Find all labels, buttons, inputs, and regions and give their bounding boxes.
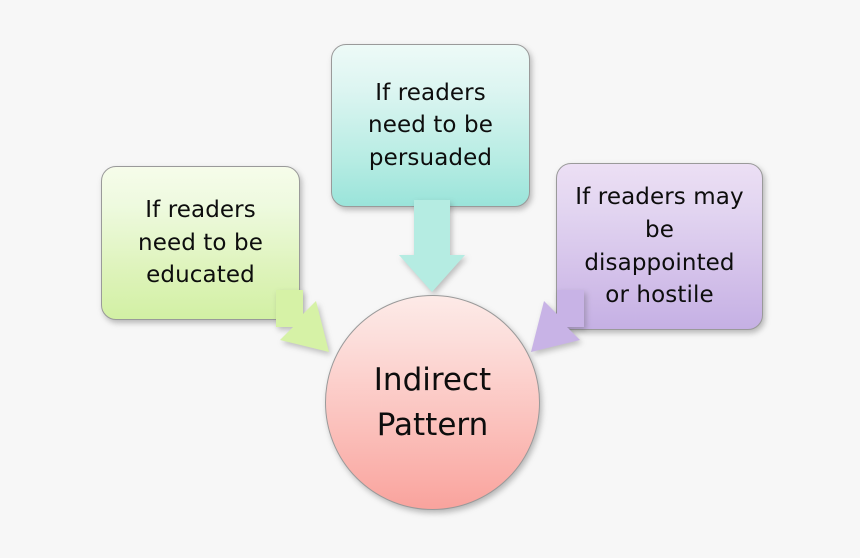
center-node-indirect-pattern[interactable]: Indirect Pattern — [325, 295, 540, 510]
node-readers-need-educated[interactable]: If readers need to be educated — [101, 166, 300, 320]
node-label-educated: If readers need to be educated — [138, 197, 263, 289]
arrow-hostile-to-center — [531, 290, 584, 352]
arrow-persuaded-to-center — [399, 200, 465, 292]
node-label-persuaded: If readers need to be persuaded — [368, 79, 493, 171]
arrow-educated-to-center — [276, 290, 329, 352]
node-readers-disappointed-hostile[interactable]: If readers may be disappointed or hostil… — [556, 163, 763, 330]
center-node-label: Indirect Pattern — [373, 361, 492, 443]
node-readers-need-persuaded[interactable]: If readers need to be persuaded — [331, 44, 530, 207]
node-label-hostile: If readers may be disappointed or hostil… — [575, 184, 744, 309]
